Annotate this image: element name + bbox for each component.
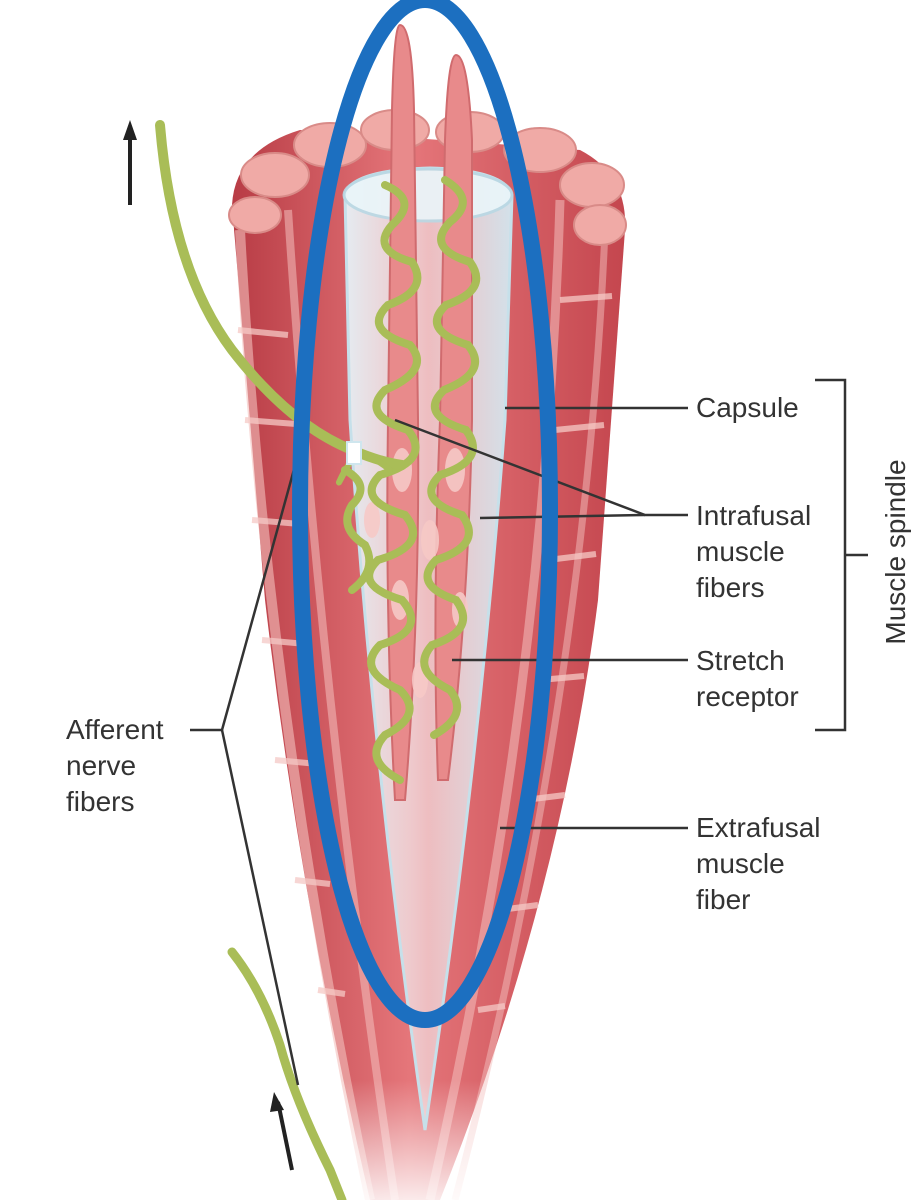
stretch-receptor-spirals [341,176,481,784]
intrafusal-muscle-fibers-label: Intrafusal muscle fibers [696,500,812,603]
capsule-label: Capsule [696,392,799,423]
arrow-up-icon [270,1092,294,1171]
stretch-receptor-label: Stretch receptor [696,645,799,712]
highlight-ellipse [292,0,558,1028]
arrow-up-icon [123,120,137,205]
leader-lines [190,378,868,1086]
afferent-nerve-fibers-label: Afferent nerve fibers [66,714,164,817]
muscle-spindle-label: Muscle spindle [880,459,911,645]
extrafusal-muscle-fiber-label: Extrafusal muscle fiber [696,812,821,915]
